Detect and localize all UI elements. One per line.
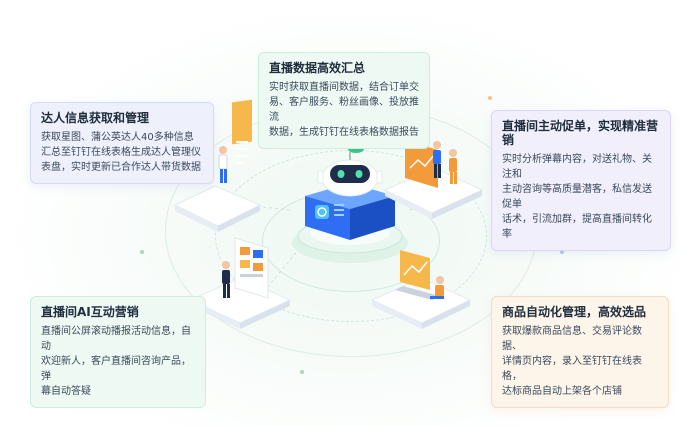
card-line: 幕自动答疑: [41, 386, 91, 397]
decor-dot: [488, 96, 492, 100]
card-line: 主动咨询等高质量潜客，私信发送促单: [502, 184, 652, 210]
platform-top-right: [383, 140, 484, 219]
card-line: 欢迎新人，客户直播间咨询产品，弹: [41, 356, 191, 382]
card-influencer-management: 达人信息获取和管理 获取星图、蒲公英达人40多种信息 汇总至钉钉在线表格生成达人…: [30, 102, 214, 184]
decor-dot: [560, 250, 564, 254]
card-live-data-summary: 直播数据高效汇总 实时获取直播间数据，结合订单交 易、客户服务、粉丝画像、投放推…: [258, 52, 430, 149]
card-title: 直播间AI互动营销: [41, 305, 139, 319]
decor-dot: [300, 370, 304, 374]
card-line: 达标商品自动上架各个店铺: [502, 386, 622, 397]
platform-bottom-left: [188, 237, 292, 329]
card-line: 实时分析弹幕内容，对送礼物、关注和: [502, 154, 652, 180]
card-title: 直播数据高效汇总: [269, 61, 366, 75]
card-precision-marketing: 直播间主动促单，实现精准营销 实时分析弹幕内容，对送礼物、关注和 主动咨询等高质…: [491, 110, 671, 251]
card-title: 达人信息获取和管理: [41, 111, 150, 125]
card-line: 获取爆款商品信息、交易评论数据、: [502, 326, 642, 352]
card-line: 直播间公屏滚动播报活动信息，自动: [41, 326, 191, 352]
decor-dot: [140, 250, 144, 254]
platform-top-left: [173, 99, 262, 232]
card-line: 获取星图、蒲公英达人40多种信息: [41, 132, 194, 143]
card-line: 易、客户服务、粉丝画像、投放推流: [269, 97, 419, 123]
card-line: 数据，生成钉钉在线表格数据报告: [269, 127, 419, 138]
card-title: 直播间主动促单，实现精准营销: [502, 119, 659, 147]
card-ai-interactive-marketing: 直播间AI互动营销 直播间公屏滚动播报活动信息，自动 欢迎新人，客户直播间咨询产…: [30, 296, 206, 408]
card-line: 汇总至钉钉在线表格生成达人管理仪: [41, 147, 201, 158]
card-line: 话术，引流加群，提高直播间转化率: [502, 214, 652, 240]
card-line: 详情页内容，录入至钉钉在线表格，: [502, 356, 642, 382]
card-title: 商品自动化管理，高效选品: [502, 305, 647, 319]
robot-icon: [317, 145, 383, 197]
card-line: 表盘，实时更新已合作达人带货数据: [41, 162, 201, 173]
card-product-automation: 商品自动化管理，高效选品 获取爆款商品信息、交易评论数据、 详情页内容，录入至钉…: [491, 296, 669, 408]
card-line: 实时获取直播间数据，结合订单交: [269, 82, 419, 93]
platform-bottom-right: [370, 250, 472, 329]
